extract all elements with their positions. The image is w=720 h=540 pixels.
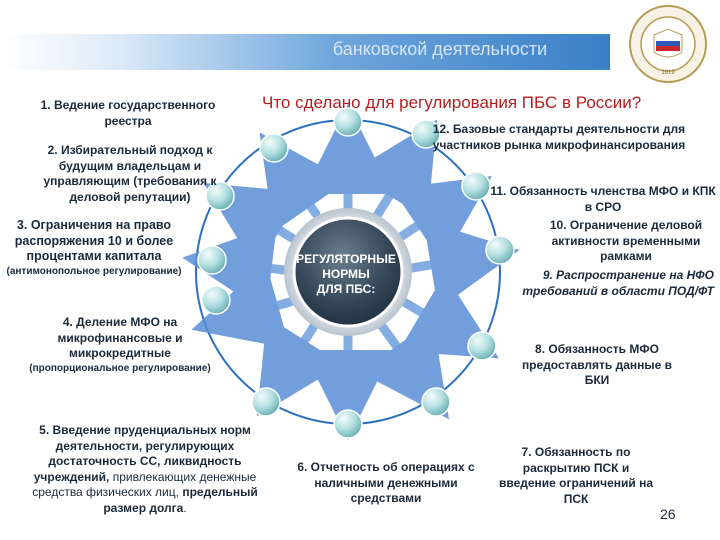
- center-line-3: ДЛЯ ПБС:: [316, 282, 376, 296]
- arrow-right-lower: [398, 273, 499, 359]
- arrow-top-left: [259, 132, 348, 233]
- item-3: 3. Ограничения на право распоряжения 10 …: [4, 218, 184, 278]
- item-4-main: 4. Деление МФО на микрофинансовые и микр…: [57, 315, 183, 360]
- item-5-normal: привлекающих денежные средства физически…: [32, 469, 257, 500]
- item-11: 11. Обязанность членства МФО и КПК в СРО: [490, 184, 716, 214]
- arrow-top-right: [351, 119, 438, 220]
- item-8: 8. Обязанность МФО предоставлять данные …: [521, 342, 673, 387]
- center-label: РЕГУЛЯТОРНЫЕ НОРМЫ ДЛЯ ПБС:: [296, 252, 396, 297]
- bubbles: [197, 107, 515, 439]
- bubble-5: [467, 331, 497, 361]
- arrow-bottom-left: [256, 316, 343, 417]
- item-10: 10. Ограничение деловой активности време…: [549, 218, 703, 263]
- arrow-bottom-right: [359, 319, 450, 420]
- item-5: 5. Введение пруденциальных норм деятельн…: [32, 423, 258, 515]
- item-7: 7. Обязанность по раскрытию ПСК и введен…: [498, 445, 654, 506]
- center-line-2: НОРМЫ: [322, 267, 370, 281]
- bubble-11: [205, 181, 235, 211]
- arrow-right-upper: [392, 176, 492, 264]
- item-12: 12. Базовые стандарты деятельности для у…: [432, 122, 686, 152]
- page-number: 26: [660, 506, 676, 522]
- item-1: 1. Ведение государственного реестра: [40, 98, 216, 128]
- bubble-6: [421, 387, 451, 417]
- slide-title: банковской деятельности: [332, 39, 548, 59]
- item-2: 2. Избирательный подход к будущим владел…: [43, 143, 217, 204]
- bubble-2: [411, 119, 441, 149]
- item-5-bold2: предельный размер долга: [103, 485, 258, 515]
- item-3-main: 3. Ограничения на право распоряжения 10 …: [14, 218, 174, 263]
- bubble-1: [333, 107, 363, 137]
- arrow-right: [407, 220, 520, 310]
- arrow-left: [182, 223, 289, 314]
- item-5-bold: 5. Введение пруденциальных норм деятельн…: [33, 423, 251, 484]
- item-6: 6. Отчетность об операциях с наличными д…: [297, 460, 475, 505]
- bubble-10: [197, 245, 227, 275]
- svg-text:1919: 1919: [661, 70, 675, 76]
- header-bar: [0, 34, 610, 70]
- item-3-sub: (антимонопольное регулирование): [6, 265, 182, 277]
- item-9: 9. Распространение на НФО требований в о…: [522, 268, 714, 298]
- center-line-1: РЕГУЛЯТОРНЫЕ: [296, 252, 396, 266]
- bubble-9: [201, 285, 231, 315]
- item-4: 4. Деление МФО на микрофинансовые и микр…: [8, 315, 232, 376]
- bubble-8: [251, 387, 281, 417]
- university-logo: 1919: [618, 2, 718, 86]
- arrow-left-upper: [203, 183, 304, 269]
- bubble-4: [485, 235, 515, 265]
- arrows: [182, 104, 520, 440]
- bubble-7: [333, 409, 363, 439]
- center-node: [292, 216, 404, 328]
- arrow-left-lower: [191, 262, 295, 349]
- item-4-sub: (пропорциональное регулирование): [29, 362, 211, 374]
- bubble-12: [259, 133, 289, 163]
- bubble-3: [461, 171, 491, 201]
